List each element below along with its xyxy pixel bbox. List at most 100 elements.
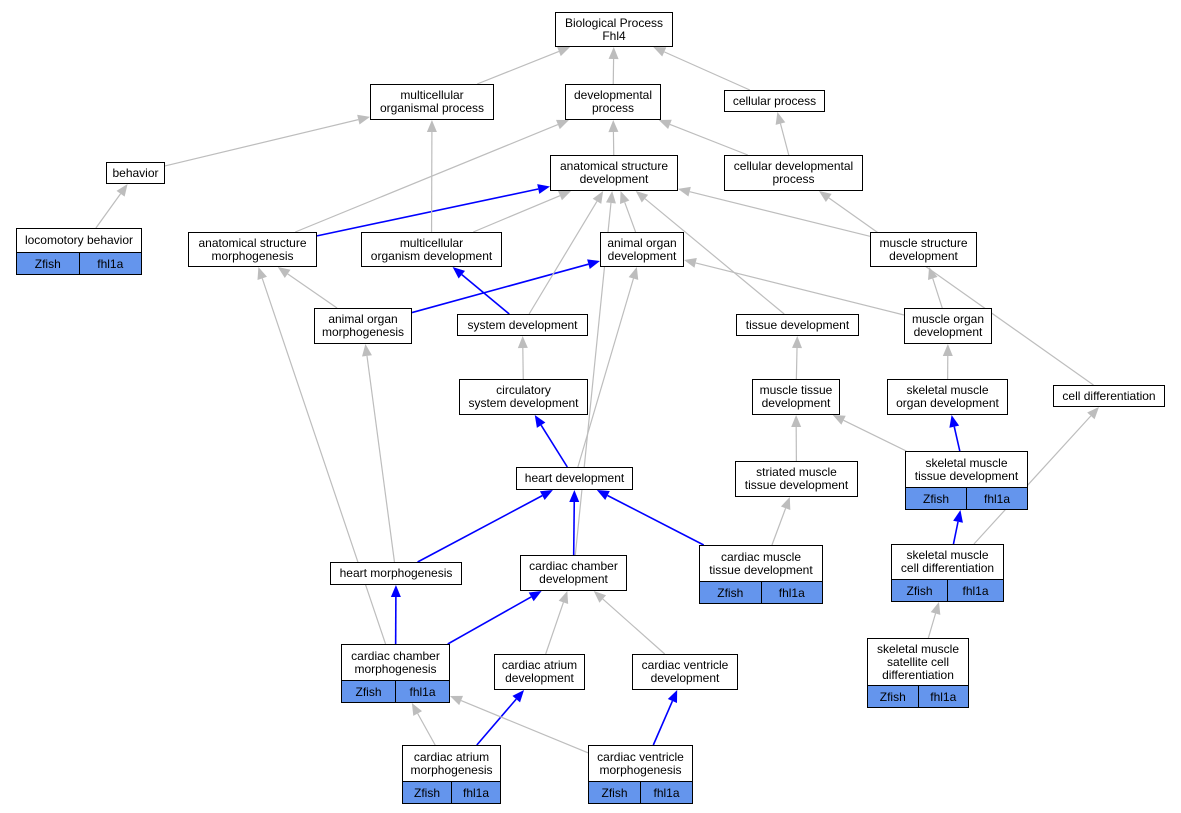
term-node-cvd[interactable]: cardiac ventricle development xyxy=(632,654,738,690)
term-node-asm[interactable]: anatomical structure morphogenesis xyxy=(188,232,317,267)
edge-arrowhead-asm-to-asd xyxy=(537,184,550,194)
edge-cmtd-to-smtd2 xyxy=(771,508,787,546)
term-node-mod2[interactable]: muscle organ development xyxy=(904,308,992,344)
edge-cvd-to-ccd xyxy=(602,598,666,655)
term-node-hd[interactable]: heart development xyxy=(516,467,633,490)
edge-arrowhead-smcd-to-cd xyxy=(1087,407,1099,420)
edge-hm-to-aom xyxy=(366,355,396,563)
term-node-mop[interactable]: multicellular organismal process xyxy=(370,84,494,120)
term-node-cvm[interactable]: cardiac ventricle morphogenesis xyxy=(588,745,693,781)
edge-smtd-to-mtd xyxy=(843,419,907,452)
annotation-gene[interactable]: fhl1a xyxy=(966,488,1027,509)
edge-arrowhead-loco-to-beh xyxy=(116,184,128,197)
edge-arrowhead-cam-to-ccm xyxy=(411,703,423,716)
term-node-msd[interactable]: muscle structure development xyxy=(870,232,977,267)
term-node-cd[interactable]: cell differentiation xyxy=(1053,385,1165,407)
term-node-mod[interactable]: multicellular organism development xyxy=(361,232,502,267)
term-node-beh[interactable]: behavior xyxy=(106,162,165,184)
edge-arrowhead-ccd-to-asd xyxy=(605,191,616,204)
annotation-species[interactable]: Zfish xyxy=(413,785,440,800)
edge-arrowhead-cam-to-cad xyxy=(512,690,525,703)
edge-arrowhead-dp-to-bp xyxy=(608,47,619,60)
term-node-loco[interactable]: locomotory behavior xyxy=(16,228,142,252)
edge-arrowhead-ccd-to-hd xyxy=(569,490,580,503)
term-node-td[interactable]: tissue development xyxy=(736,314,859,336)
edge-arrowhead-hd-to-aod xyxy=(628,267,639,280)
term-node-cp[interactable]: cellular process xyxy=(724,90,825,112)
edge-arrowhead-hm-to-hd xyxy=(539,490,553,501)
term-node-bp[interactable]: Biological Process Fhl4 xyxy=(555,12,673,47)
edge-arrowhead-mod-to-asd xyxy=(558,191,572,201)
term-node-aom[interactable]: animal organ morphogenesis xyxy=(314,308,412,344)
edge-hd-to-csd xyxy=(540,424,568,468)
term-node-cam[interactable]: cardiac atrium morphogenesis xyxy=(402,745,501,781)
term-node-ccd[interactable]: cardiac chamber development xyxy=(520,555,627,591)
edge-arrowhead-asd-to-dp xyxy=(608,120,619,133)
edge-arrowhead-msd-to-asd xyxy=(678,186,691,197)
term-node-asd[interactable]: anatomical structure development xyxy=(550,155,678,191)
term-node-smcd[interactable]: skeletal muscle cell differentiation xyxy=(891,544,1004,579)
edge-cmtd-to-hd xyxy=(607,494,705,546)
term-node-dp[interactable]: developmental process xyxy=(565,84,661,120)
edge-arrowhead-cvm-to-cvd xyxy=(667,690,678,703)
edge-cd-to-cdp xyxy=(828,197,1094,386)
term-node-sd[interactable]: system development xyxy=(457,314,588,336)
annotation-species[interactable]: Zfish xyxy=(922,491,949,506)
annotation-species[interactable]: Zfish xyxy=(601,785,628,800)
edge-arrowhead-cvd-to-ccd xyxy=(593,591,607,603)
term-node-aod[interactable]: animal organ development xyxy=(600,232,684,267)
edge-arrowhead-cp-to-bp xyxy=(653,47,667,57)
edge-arrowhead-mop-to-bp xyxy=(557,46,571,57)
edge-arrowhead-smcd-to-smtd xyxy=(953,510,963,523)
edge-aom-to-asm xyxy=(287,273,338,309)
term-node-smtd2[interactable]: striated muscle tissue development xyxy=(735,461,858,497)
annotation-gene[interactable]: fhl1a xyxy=(917,686,969,707)
edge-arrowhead-cad-to-ccd xyxy=(558,591,569,604)
edge-sd-to-mod xyxy=(461,274,510,315)
annotation-gene[interactable]: fhl1a xyxy=(760,582,823,603)
edge-arrowhead-td-to-asd xyxy=(635,191,649,203)
edge-cvm-to-cvd xyxy=(652,700,674,746)
annotation-gene[interactable]: fhl1a xyxy=(78,253,142,274)
annotation-gene[interactable]: fhl1a xyxy=(451,782,500,803)
edge-arrowhead-aom-to-aod xyxy=(587,259,600,270)
annotation-species[interactable]: Zfish xyxy=(355,684,382,699)
annotation-gene[interactable]: fhl1a xyxy=(947,580,1003,601)
edge-loco-to-beh xyxy=(95,193,122,229)
edge-ccm-to-ccd xyxy=(447,596,532,645)
term-node-smscd[interactable]: skeletal muscle satellite cell different… xyxy=(867,638,969,685)
annotation-row-ccm: Zfish fhl1a xyxy=(341,680,450,703)
edge-arrowhead-csd-to-sd xyxy=(517,336,528,349)
edge-sd-to-asd xyxy=(528,200,598,315)
annotation-species[interactable]: Zfish xyxy=(906,583,933,598)
term-node-mtd[interactable]: muscle tissue development xyxy=(752,379,840,415)
annotation-row-smcd: Zfish fhl1a xyxy=(891,579,1004,602)
edge-arrowhead-mod-to-mop xyxy=(426,120,437,133)
annotation-gene[interactable]: fhl1a xyxy=(395,681,449,702)
edge-hd-to-aod xyxy=(577,278,635,468)
edge-arrowhead-smtd2-to-mtd xyxy=(791,415,802,428)
annotation-species[interactable]: Zfish xyxy=(717,585,744,600)
term-node-ccm[interactable]: cardiac chamber morphogenesis xyxy=(341,644,450,680)
edge-arrowhead-cvm-to-ccm xyxy=(450,695,463,706)
term-node-cdp[interactable]: cellular developmental process xyxy=(724,155,863,191)
term-node-smtd[interactable]: skeletal muscle tissue development xyxy=(905,451,1028,487)
annotation-species[interactable]: Zfish xyxy=(34,256,61,271)
edge-asm-to-dp xyxy=(295,123,559,233)
edge-arrowhead-beh-to-mop xyxy=(357,114,370,125)
annotation-row-cmtd: Zfish fhl1a xyxy=(699,581,823,604)
edge-cvm-to-ccm xyxy=(460,699,589,754)
annotation-species[interactable]: Zfish xyxy=(879,689,906,704)
term-node-cmtd[interactable]: cardiac muscle tissue development xyxy=(699,545,823,581)
edge-smtd-to-smod xyxy=(953,426,961,452)
annotation-gene[interactable]: fhl1a xyxy=(640,782,692,803)
edge-ccd-to-hd xyxy=(572,501,576,556)
edge-cam-to-cad xyxy=(476,698,517,746)
term-node-hm[interactable]: heart morphogenesis xyxy=(330,562,462,585)
edge-td-to-asd xyxy=(644,198,785,315)
edge-arrowhead-hm-to-aom xyxy=(362,344,372,357)
term-node-smod[interactable]: skeletal muscle organ development xyxy=(887,379,1008,415)
term-node-csd[interactable]: circulatory system development xyxy=(459,379,588,415)
term-node-cad[interactable]: cardiac atrium development xyxy=(494,654,585,690)
